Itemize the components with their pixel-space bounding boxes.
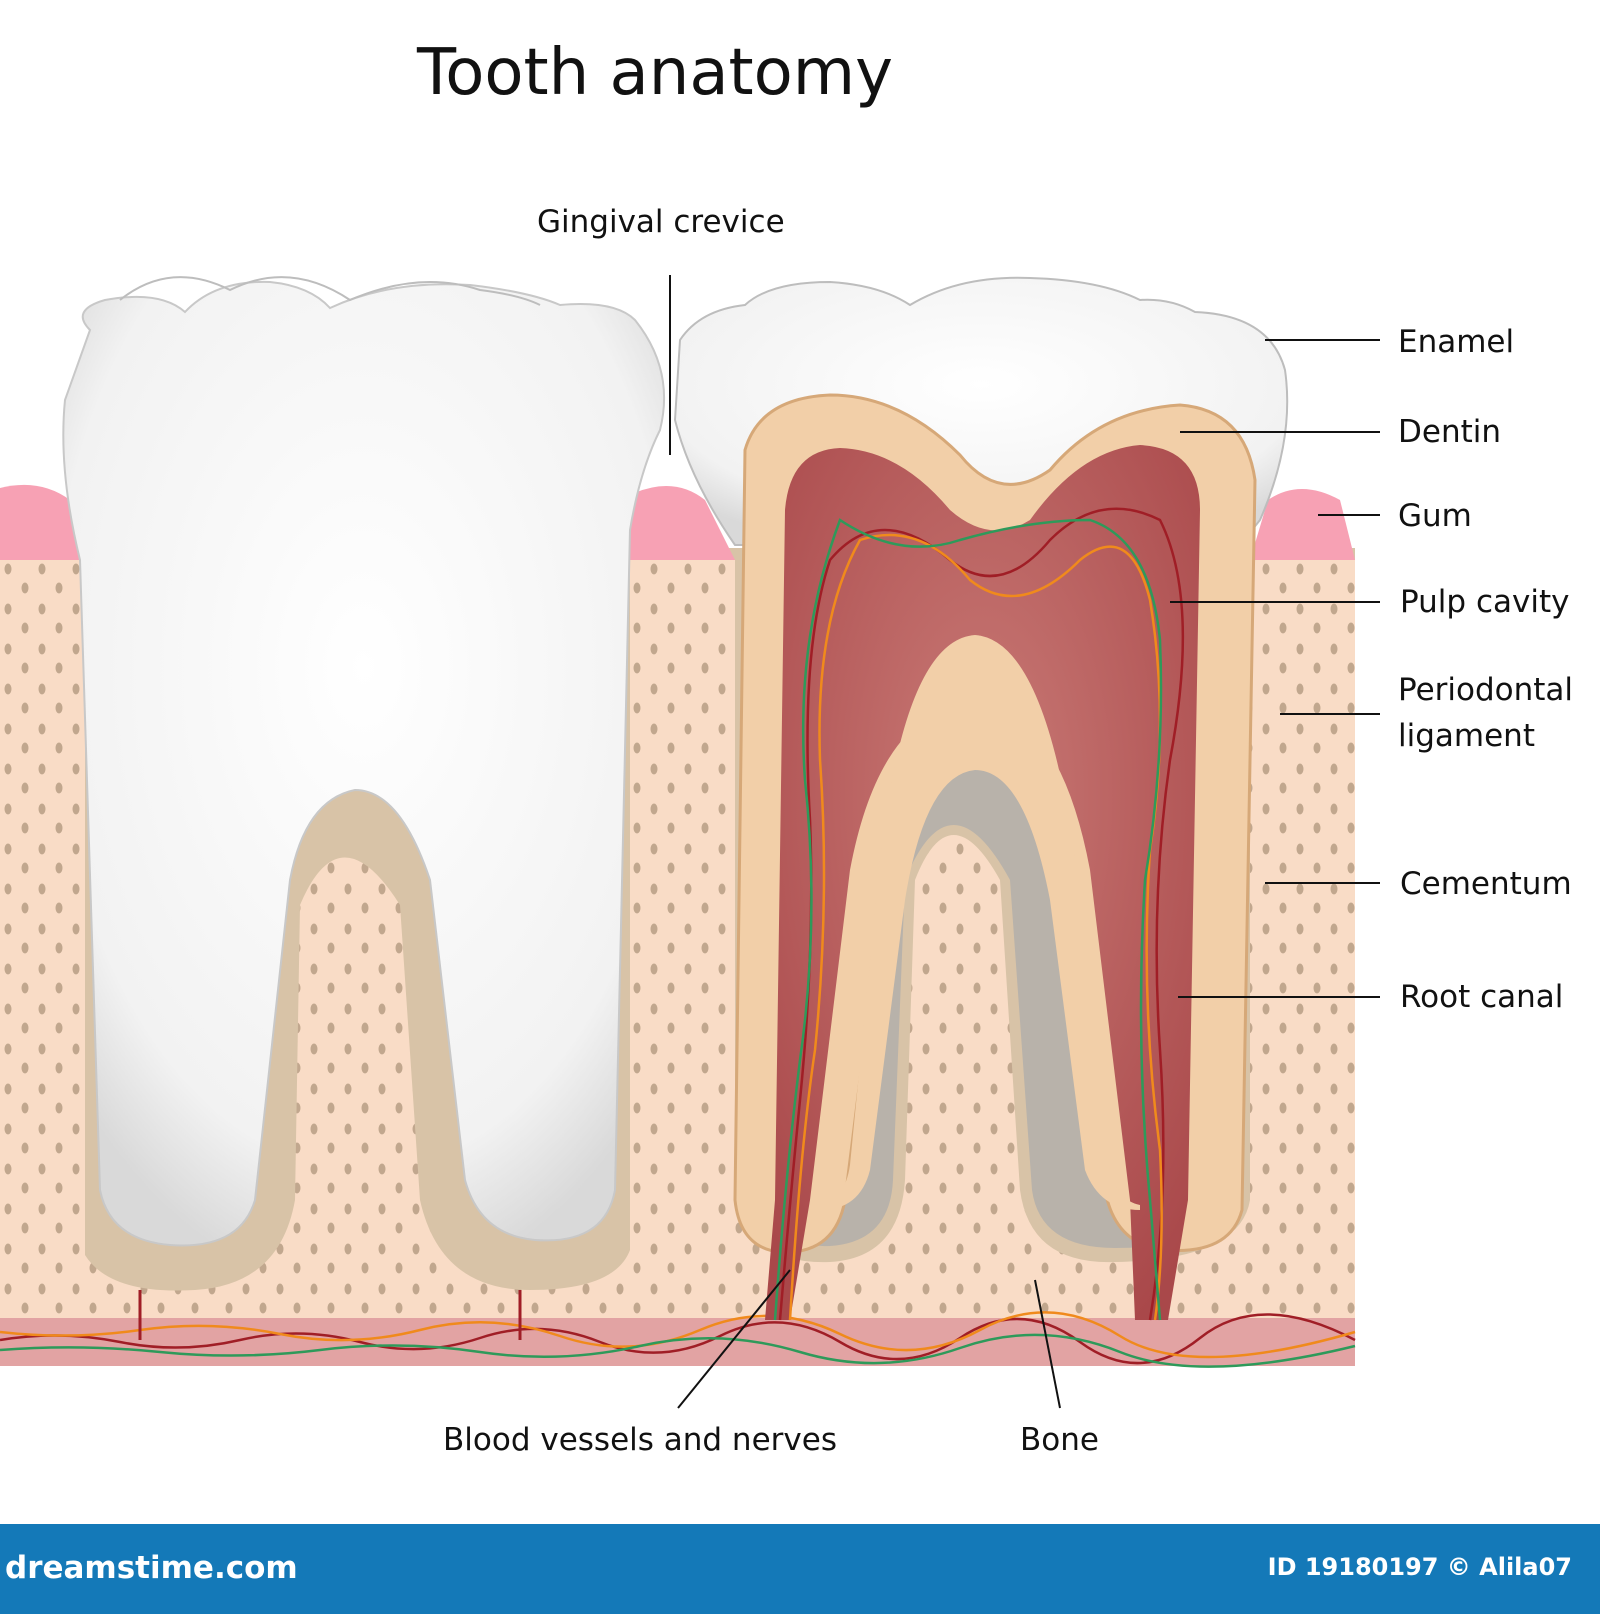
diagram-title: Tooth anatomy [417, 36, 893, 110]
brand-logo[interactable]: dreamstime.com [5, 1550, 298, 1586]
label-bone: Bone [1020, 1422, 1099, 1458]
label-periodontal-ligament-line1: Periodontal [1398, 672, 1574, 708]
pulp-vessel-green [773, 518, 1163, 1321]
vessel-band-red [0, 1313, 1356, 1365]
blood-vessels-pointer [677, 1269, 791, 1409]
image-credit: ID 19180197 © Alila07 [1267, 1553, 1572, 1581]
left-tooth [62, 280, 666, 1247]
label-blood-vessels-and-nerves: Blood vessels and nerves [443, 1422, 837, 1458]
tooth-illustration [0, 275, 1380, 1409]
label-periodontal-ligament-line2: ligament [1398, 718, 1535, 754]
pulp-vessel-orange [788, 533, 1163, 1321]
left-tooth-ridge [119, 276, 541, 306]
label-gingival-crevice: Gingival crevice [537, 204, 785, 240]
label-cementum: Cementum [1400, 866, 1572, 902]
vessel-band-green [0, 1333, 1356, 1368]
bone-pointer [1034, 1279, 1061, 1409]
label-root-canal: Root canal [1400, 979, 1564, 1015]
gum-right [1250, 489, 1355, 560]
right-tooth-inner-dentin [820, 635, 1140, 1210]
label-dentin: Dentin [1398, 414, 1502, 450]
label-pulp-cavity: Pulp cavity [1400, 584, 1570, 620]
right-tooth-pulp [765, 445, 1200, 1320]
label-gum: Gum [1398, 498, 1472, 534]
label-enamel: Enamel [1398, 324, 1515, 360]
footer-bar: dreamstime.com ID 19180197 © Alila07 [0, 1524, 1600, 1614]
